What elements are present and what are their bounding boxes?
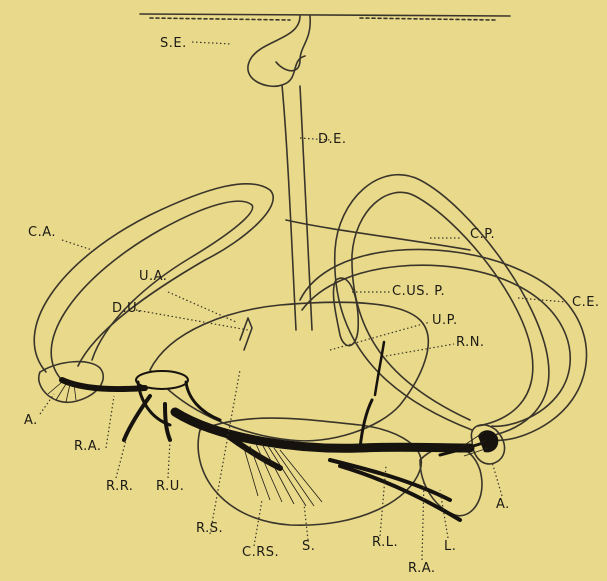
label-ampulla-right: A. [496, 498, 510, 512]
leader-rn [386, 344, 454, 356]
leader-s [304, 504, 308, 540]
leader-ca [62, 240, 92, 250]
label-crus-utriculi-posterior: C.US. P. [392, 285, 445, 299]
label-crista-sacculi: C.RS. [242, 546, 279, 560]
leader-up [330, 322, 430, 350]
ramus-utricularis [165, 404, 170, 440]
label-ramus-ampullae-anterior: R.A. [74, 440, 102, 454]
saccus-endolymphaticus [248, 16, 305, 86]
label-lagena: L. [444, 540, 456, 554]
leader-ua [168, 292, 236, 322]
anterior-canal-inner [51, 201, 252, 378]
crus-commune [286, 220, 470, 250]
label-external-canal: C.E. [572, 296, 600, 310]
saccus-endolymphaticus-inner [276, 16, 310, 71]
label-ampulla-left: A. [24, 414, 38, 428]
leader-a-left [40, 394, 54, 414]
ramus-recessus [124, 396, 150, 440]
leader-crs [254, 500, 262, 546]
label-sacculus: S. [302, 540, 315, 554]
label-saccus-endolymphaticus: S.E. [160, 37, 187, 51]
label-ductus-utricularis: D.U. [112, 302, 142, 316]
leader-se [192, 42, 232, 44]
surface-texture [150, 18, 495, 20]
ramus-neglectus [375, 342, 384, 395]
leader-ra-bottom [422, 480, 424, 560]
ductus-endolymphaticus [282, 85, 312, 330]
ductus-utricularis [240, 318, 252, 350]
leader-ra-left [106, 396, 114, 448]
label-ramus-sacculi: R.S. [196, 522, 223, 536]
label-ductus-endolymphaticus: D.E. [318, 133, 347, 147]
label-ramus-recessus: R.R. [106, 480, 133, 494]
label-ramus-neglectus: R.N. [456, 336, 485, 350]
posterior-canal-inner [352, 192, 533, 426]
lagena [420, 446, 482, 516]
ramus-ampullae-posterior [360, 400, 372, 448]
label-ramus-lagenae: R.L. [372, 536, 398, 550]
label-anterior-canal: C.A. [28, 226, 56, 240]
label-utriculus-anterior: U.A. [139, 270, 167, 284]
label-ramus-utricularis: R.U. [156, 480, 184, 494]
label-ramus-ampullae-posterior: R.A. [408, 562, 436, 576]
leader-a-right [492, 462, 502, 496]
leader-rr [116, 440, 126, 478]
label-posterior-canal: C.P. [470, 228, 495, 242]
leader-ru [168, 440, 170, 478]
surface-line [140, 14, 510, 16]
label-utriculus-posterior: U.P. [432, 314, 458, 328]
